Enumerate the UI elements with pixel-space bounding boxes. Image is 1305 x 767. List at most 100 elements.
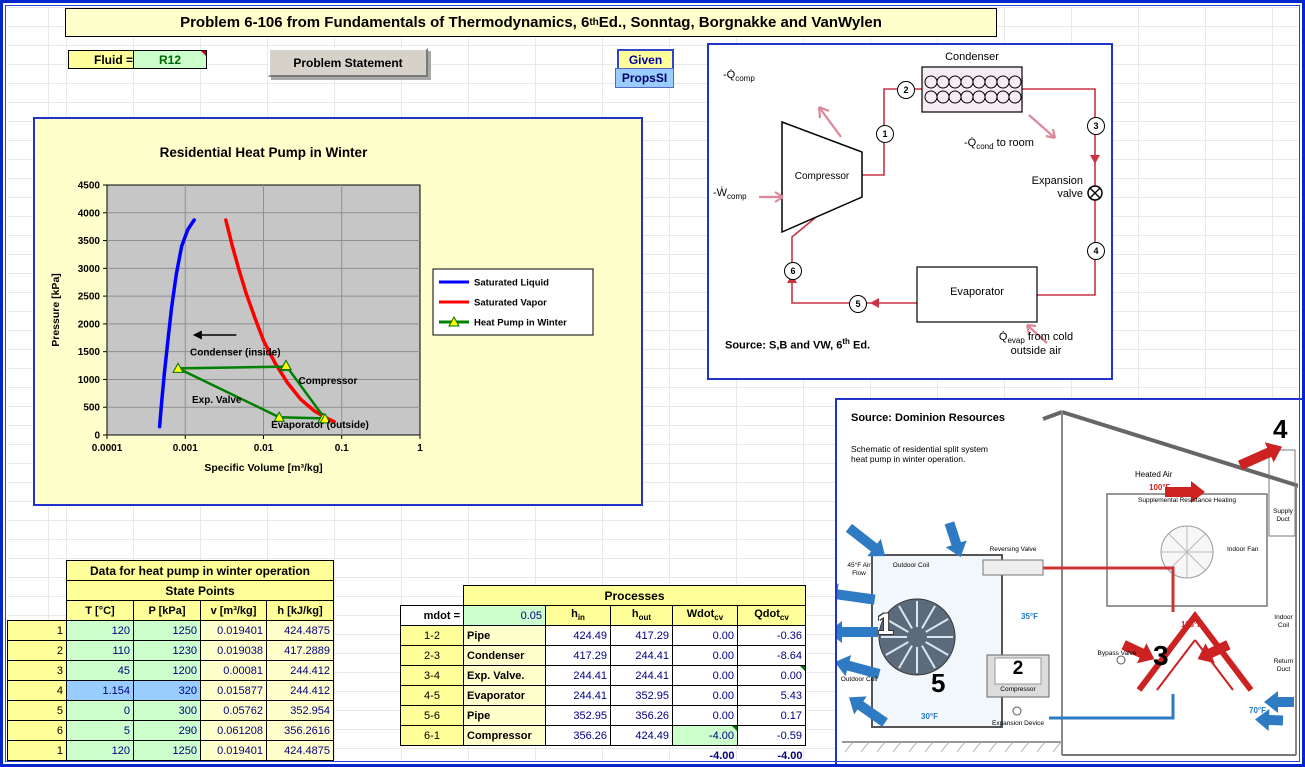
state-cell-v-row5[interactable]: 0.061208 xyxy=(200,720,267,741)
process-wdot-5-6[interactable]: 0.00 xyxy=(672,705,738,726)
state-cell-T-row0[interactable]: 120 xyxy=(66,620,134,641)
state-node-5: 5 xyxy=(849,295,867,313)
indoor-coil-label: Indoor Coil xyxy=(1274,614,1293,629)
svg-text:Residential Heat Pump in Winte: Residential Heat Pump in Winter xyxy=(160,145,368,160)
state-cell-P-row6[interactable]: 1250 xyxy=(133,740,201,761)
state-col-header-3[interactable]: h [kJ/kg] xyxy=(266,600,334,621)
indoor-fan-label: Indoor Fan xyxy=(1227,546,1259,553)
state-cell-h-row4[interactable]: 352.954 xyxy=(266,700,334,721)
process-name-5-6[interactable]: Pipe xyxy=(463,705,546,726)
process-name-4-5[interactable]: Evaporator xyxy=(463,685,546,706)
state-row-index[interactable]: 3 xyxy=(7,660,67,681)
process-name-6-1[interactable]: Compressor xyxy=(463,725,546,746)
state-cell-P-row2[interactable]: 1200 xyxy=(133,660,201,681)
state-cell-h-row5[interactable]: 356.2616 xyxy=(266,720,334,741)
state-cell-T-row5[interactable]: 5 xyxy=(66,720,134,741)
process-total-qdot[interactable]: -4.00 xyxy=(777,749,803,762)
process-hout-5-6[interactable]: 356.26 xyxy=(610,705,673,726)
title-text: Problem 6-106 from Fundamentals of Therm… xyxy=(180,14,590,31)
process-hin-4-5[interactable]: 244.41 xyxy=(545,685,611,706)
state-row-index[interactable]: 2 xyxy=(7,640,67,661)
process-qdot-3-4[interactable]: 0.00 xyxy=(737,665,806,686)
process-col-header-1[interactable]: hout xyxy=(610,605,673,626)
process-id-5-6[interactable]: 5-6 xyxy=(400,705,464,726)
state-node-1: 1 xyxy=(876,125,894,143)
state-cell-h-row3[interactable]: 244.412 xyxy=(266,680,334,701)
process-hout-3-4[interactable]: 244.41 xyxy=(610,665,673,686)
process-hout-1-2[interactable]: 417.29 xyxy=(610,625,673,646)
process-qdot-5-6[interactable]: 0.17 xyxy=(737,705,806,726)
state-col-header-2[interactable]: v [m³/kg] xyxy=(200,600,267,621)
process-name-3-4[interactable]: Exp. Valve. xyxy=(463,665,546,686)
svg-text:0.001: 0.001 xyxy=(173,443,198,454)
process-col-header-0[interactable]: hin xyxy=(545,605,611,626)
state-cell-h-row1[interactable]: 417.2889 xyxy=(266,640,334,661)
spacer-cell xyxy=(8,601,67,621)
state-cell-v-row3[interactable]: 0.015877 xyxy=(200,680,267,701)
process-hout-4-5[interactable]: 352.95 xyxy=(610,685,673,706)
state-col-header-1[interactable]: P [kPa] xyxy=(133,600,201,621)
state-cell-v-row2[interactable]: 0.00081 xyxy=(200,660,267,681)
process-wdot-3-4[interactable]: 0.00 xyxy=(672,665,738,686)
problem-statement-button[interactable]: Problem Statement xyxy=(268,48,428,77)
state-cell-P-row3[interactable]: 320 xyxy=(133,680,201,701)
state-row-index[interactable]: 6 xyxy=(7,720,67,741)
state-cell-T-row6[interactable]: 120 xyxy=(66,740,134,761)
process-name-2-3[interactable]: Condenser xyxy=(463,645,546,666)
dominion-number-1: 1 xyxy=(877,608,894,641)
state-row-index[interactable]: 4 xyxy=(7,680,67,701)
process-total-wdot[interactable]: -4.00 xyxy=(709,749,735,762)
process-hout-6-1[interactable]: 424.49 xyxy=(610,725,673,746)
state-cell-T-row3[interactable]: 1.154 xyxy=(66,680,134,701)
process-hin-3-4[interactable]: 244.41 xyxy=(545,665,611,686)
temp-30-label: 30°F xyxy=(921,712,938,721)
process-id-1-2[interactable]: 1-2 xyxy=(400,625,464,646)
process-qdot-4-5[interactable]: 5.43 xyxy=(737,685,806,706)
propssi-cell[interactable]: PropsSI xyxy=(615,68,674,88)
state-cell-h-row2[interactable]: 244.412 xyxy=(266,660,334,681)
state-row-index[interactable]: 5 xyxy=(7,700,67,721)
process-qdot-6-1[interactable]: -0.59 xyxy=(737,725,806,746)
svg-text:3000: 3000 xyxy=(78,264,101,275)
process-qdot-2-3[interactable]: -8.64 xyxy=(737,645,806,666)
process-hout-2-3[interactable]: 244.41 xyxy=(610,645,673,666)
state-cell-P-row1[interactable]: 1230 xyxy=(133,640,201,661)
process-wdot-6-1[interactable]: -4.00 xyxy=(672,725,738,746)
state-cell-P-row4[interactable]: 300 xyxy=(133,700,201,721)
comment-indicator-icon xyxy=(732,726,737,731)
heated-air-label: Heated Air xyxy=(1135,470,1173,479)
state-cell-P-row0[interactable]: 1250 xyxy=(133,620,201,641)
spacer-cell xyxy=(401,746,464,766)
process-hin-2-3[interactable]: 417.29 xyxy=(545,645,611,666)
process-hin-1-2[interactable]: 424.49 xyxy=(545,625,611,646)
process-id-2-3[interactable]: 2-3 xyxy=(400,645,464,666)
state-cell-v-row6[interactable]: 0.019401 xyxy=(200,740,267,761)
state-row-index[interactable]: 1 xyxy=(7,740,67,761)
process-qdot-1-2[interactable]: -0.36 xyxy=(737,625,806,646)
process-hin-5-6[interactable]: 352.95 xyxy=(545,705,611,726)
state-cell-P-row5[interactable]: 290 xyxy=(133,720,201,741)
state-cell-T-row2[interactable]: 45 xyxy=(66,660,134,681)
state-cell-T-row1[interactable]: 110 xyxy=(66,640,134,661)
process-wdot-1-2[interactable]: 0.00 xyxy=(672,625,738,646)
expansion-device-label: Expansion Device xyxy=(991,720,1045,727)
process-hin-6-1[interactable]: 356.26 xyxy=(545,725,611,746)
state-cell-v-row4[interactable]: 0.05762 xyxy=(200,700,267,721)
state-cell-T-row4[interactable]: 0 xyxy=(66,700,134,721)
process-col-header-3[interactable]: Qdotcv xyxy=(737,605,806,626)
state-col-header-0[interactable]: T [°C] xyxy=(66,600,134,621)
fluid-value-cell[interactable]: R12 xyxy=(133,50,207,69)
state-cell-h-row0[interactable]: 424.4875 xyxy=(266,620,334,641)
process-id-6-1[interactable]: 6-1 xyxy=(400,725,464,746)
state-cell-h-row6[interactable]: 424.4875 xyxy=(266,740,334,761)
process-wdot-2-3[interactable]: 0.00 xyxy=(672,645,738,666)
process-wdot-4-5[interactable]: 0.00 xyxy=(672,685,738,706)
state-cell-v-row0[interactable]: 0.019401 xyxy=(200,620,267,641)
process-id-3-4[interactable]: 3-4 xyxy=(400,665,464,686)
state-row-index[interactable]: 1 xyxy=(7,620,67,641)
mdot-value-cell[interactable]: 0.05 xyxy=(463,605,546,626)
process-id-4-5[interactable]: 4-5 xyxy=(400,685,464,706)
process-name-1-2[interactable]: Pipe xyxy=(463,625,546,646)
state-cell-v-row1[interactable]: 0.019038 xyxy=(200,640,267,661)
process-col-header-2[interactable]: Wdotcv xyxy=(672,605,738,626)
